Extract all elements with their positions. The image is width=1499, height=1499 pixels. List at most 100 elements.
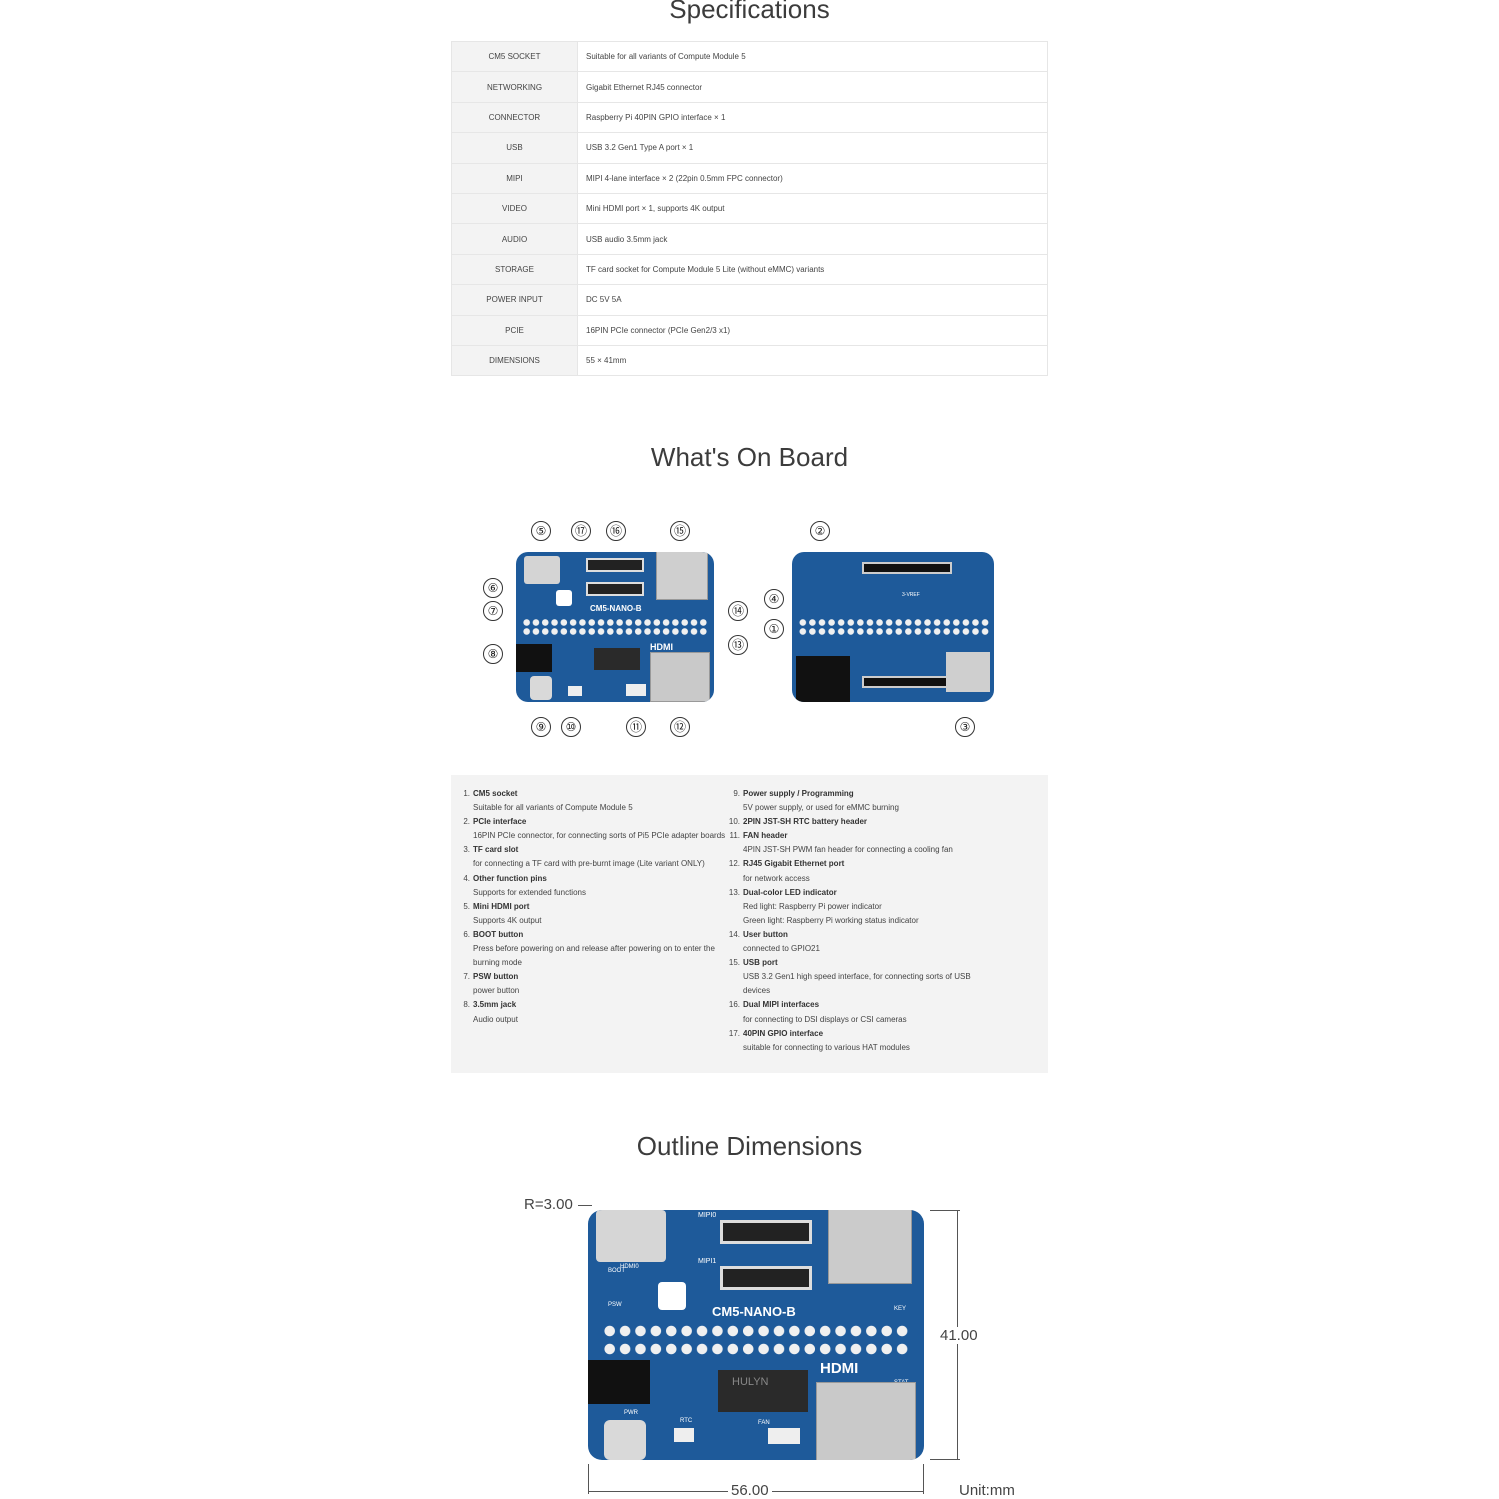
callout-7: ⑦ <box>483 601 503 621</box>
legend-item-description: Supports 4K output <box>473 915 542 925</box>
legend-item-name: CM5 socket <box>473 789 518 798</box>
spec-value: TF card socket for Compute Module 5 Lite… <box>577 253 1048 286</box>
spec-value: Gigabit Ethernet RJ45 connector <box>577 71 1048 103</box>
unit-label: Unit:mm <box>959 1482 1015 1499</box>
usb-a-port <box>656 552 708 600</box>
boot-silk: BOOT <box>608 1268 626 1274</box>
mipi1-silk: MIPI1 <box>698 1258 717 1265</box>
rj45-port <box>650 652 710 702</box>
spec-key: AUDIO <box>451 223 578 255</box>
callout-11: ⑪ <box>626 717 646 737</box>
whats-on-board-title: What's On Board <box>650 442 849 472</box>
callout-10: ⑩ <box>561 717 581 737</box>
legend-item-number: 4. <box>463 873 470 883</box>
width-label: 56.00 <box>728 1482 772 1499</box>
pcb-dimension-view: MIPI0 MIPI1 HDMI0 BOOT PSW CM5-NANO-B KE… <box>588 1210 924 1460</box>
legend-item-name: User button <box>743 929 788 939</box>
spec-key: POWER INPUT <box>451 284 578 316</box>
callout-17: ⑰ <box>571 521 591 541</box>
callout-16: ⑯ <box>606 521 626 541</box>
legend-item: 3.TF card slot <box>451 843 731 857</box>
mipi-connector-1-large <box>720 1266 812 1290</box>
height-label: 41.00 <box>940 1327 978 1344</box>
gpio-header-bottom <box>798 618 990 636</box>
legend-item: 6.BOOT button <box>451 928 731 942</box>
legend-item-name: Power supply / Programming <box>743 789 854 798</box>
tf-card-slot <box>946 652 990 692</box>
legend-item: 17.40PIN GPIO interface <box>721 1027 1041 1041</box>
legend-item: 16.Dual MIPI interfaces <box>721 998 1041 1012</box>
radius-label: R=3.00 <box>524 1196 573 1213</box>
legend-item-number: 5. <box>463 901 470 911</box>
legend-item-description: for connecting to DSI displays or CSI ca… <box>743 1014 907 1024</box>
vref-silk: 3-VREF <box>902 592 920 598</box>
legend-item: 5.Mini HDMI port <box>451 900 731 914</box>
audio-jack <box>516 644 552 672</box>
callout-9: ⑨ <box>531 717 551 737</box>
board-top-view: CM5-NANO-B HDMI ⑤ ⑰ ⑯ ⑮ ⑥ ⑦ ⑭ ⑬ ⑧ ⑨ ⑩ ⑪ … <box>480 515 760 745</box>
legend-item-description: Audio output <box>473 1014 518 1024</box>
spec-key: CM5 SOCKET <box>451 40 578 73</box>
radius-leader <box>578 1205 592 1206</box>
gpio-header-large <box>602 1322 910 1358</box>
legend-item: 4.Other function pins <box>451 872 731 886</box>
legend-item-name: FAN header <box>743 831 788 841</box>
fan-silk: FAN <box>758 1420 770 1426</box>
legend-item: 1.CM5 socket <box>451 787 731 801</box>
legend-item-name: TF card slot <box>473 845 519 855</box>
brand-logo-icon <box>556 590 572 606</box>
board-bottom-view: 3-VREF ② ④ ① ③ <box>760 515 1010 745</box>
legend-item-number: 13. <box>728 887 740 897</box>
legend-item-number: 3. <box>463 845 470 855</box>
chip-silk: HULYN <box>732 1376 769 1388</box>
key-silk: KEY <box>894 1306 907 1312</box>
spec-key: STORAGE <box>451 253 578 286</box>
legend-item-number: 16. <box>728 1000 740 1010</box>
board-model-silk-large: CM5-NANO-B <box>712 1304 796 1319</box>
mini-hdmi-connector <box>524 556 560 584</box>
legend-item-description: Supports for extended functions <box>473 887 586 897</box>
height-tick-top <box>930 1210 960 1211</box>
spec-key: VIDEO <box>451 192 578 225</box>
legend-item-description: suitable for connecting to various HAT m… <box>743 1042 910 1052</box>
spec-value: USB audio 3.5mm jack <box>577 223 1048 255</box>
legend-item-number: 11. <box>729 831 740 841</box>
callout-12: ⑫ <box>670 717 690 737</box>
spec-key: MIPI <box>451 162 578 194</box>
outline-dimensions-title: Outline Dimensions <box>636 1131 863 1161</box>
brand-logo-icon-large <box>658 1282 686 1310</box>
usb-a-port-large <box>828 1210 912 1284</box>
callout-2: ② <box>810 521 830 541</box>
pwr-silk: PWR <box>624 1410 638 1416</box>
callout-15: ⑮ <box>670 521 690 541</box>
callout-13: ⑬ <box>728 635 748 655</box>
legend-item: 13.Dual-color LED indicator <box>721 886 1041 900</box>
pcie-connector <box>862 562 952 574</box>
spec-value: MIPI 4-lane interface × 2 (22pin 0.5mm F… <box>577 162 1048 194</box>
pcb-bottom: 3-VREF <box>792 552 994 702</box>
fan-header-large <box>768 1428 800 1444</box>
audio-jack-large <box>588 1360 650 1404</box>
legend-item-description: Press before powering on and release aft… <box>473 944 715 954</box>
legend-item-description: for connecting a TF card with pre-burnt … <box>473 859 705 869</box>
callout-5: ⑤ <box>531 521 551 541</box>
mini-hdmi-connector-large <box>596 1210 666 1262</box>
legend-item-number: 9. <box>733 789 740 798</box>
legend-item-name: Dual-color LED indicator <box>743 887 837 897</box>
height-tick-bottom <box>930 1459 960 1460</box>
legend-item-number: 12. <box>728 859 740 869</box>
legend-item: 10.2PIN JST-SH RTC battery header <box>721 815 1041 829</box>
rtc-silk: RTC <box>680 1418 693 1424</box>
fan-header <box>626 684 646 696</box>
legend-item-description: devices <box>743 986 771 996</box>
